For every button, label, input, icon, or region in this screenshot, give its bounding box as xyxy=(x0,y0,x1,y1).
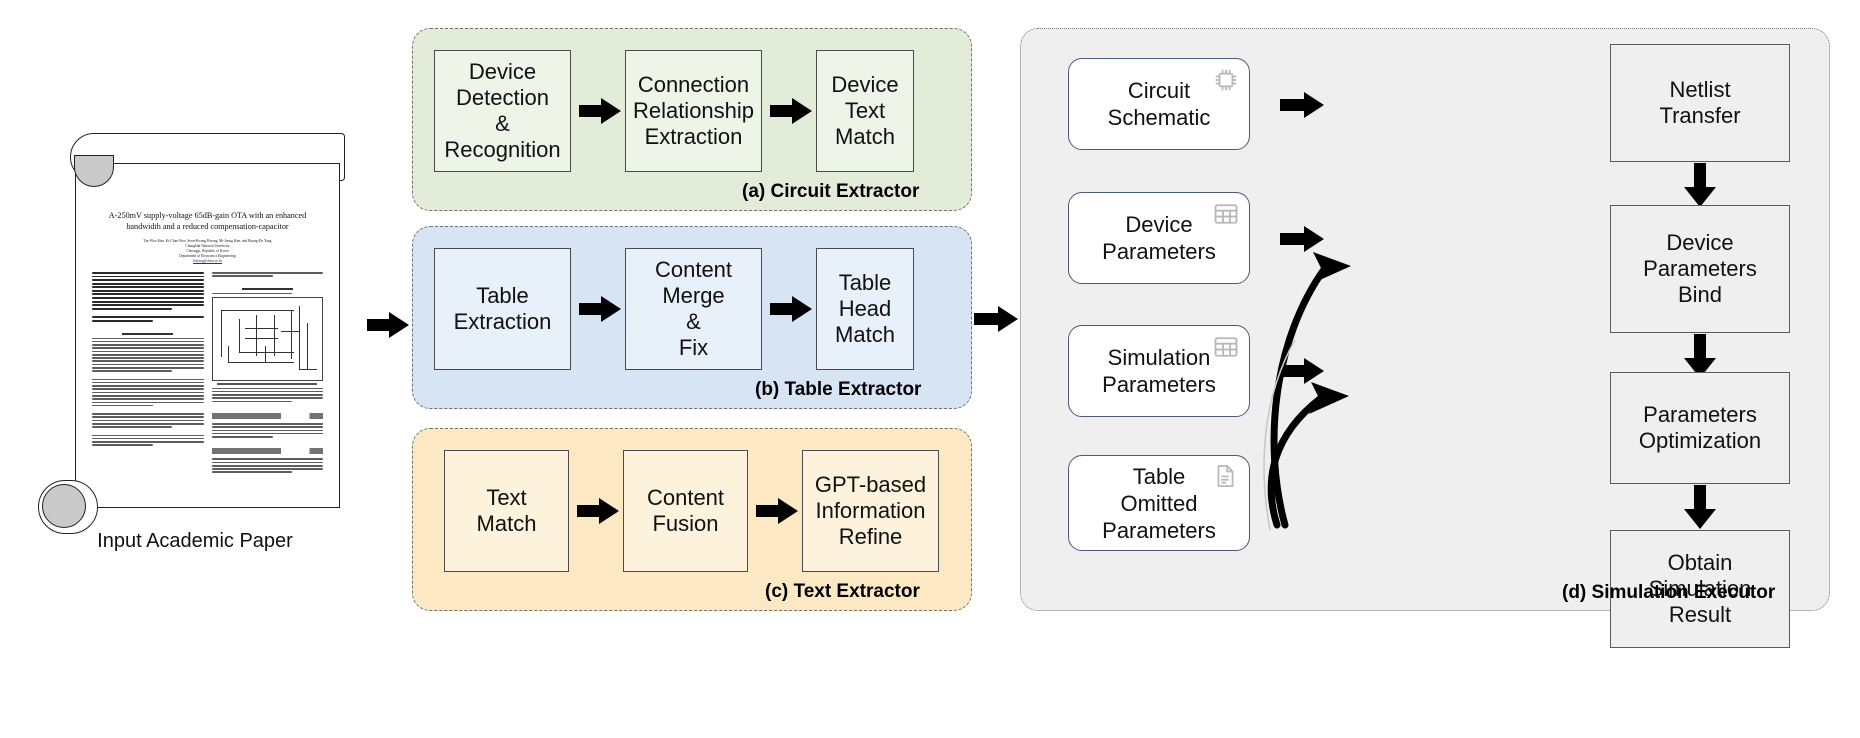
box-device-detection-recognition[interactable]: Device Detection & Recognition xyxy=(434,50,571,172)
box-connection-relationship-extraction[interactable]: Connection Relationship Extraction xyxy=(625,50,762,172)
box-label: Connection Relationship Extraction xyxy=(632,72,755,149)
box-label: Table Head Match xyxy=(835,270,895,347)
paper-top-curl-disc xyxy=(74,155,114,187)
arrow-b1 xyxy=(579,296,621,322)
group-label-circuit-extractor: (a) Circuit Extractor xyxy=(742,181,920,202)
box-text-match[interactable]: Text Match xyxy=(444,450,569,572)
box-parameters-optimization[interactable]: Parameters Optimization xyxy=(1610,372,1790,484)
group-label-table-extractor: (b) Table Extractor xyxy=(755,379,922,400)
arrow-d-netlist-to-bind xyxy=(1684,163,1716,207)
box-label: Content Merge & Fix xyxy=(654,257,733,360)
box-label: Parameters Optimization xyxy=(1638,402,1762,453)
card-table-omitted-parameters[interactable]: Table Omitted Parameters xyxy=(1068,455,1250,551)
arrow-d-schematic-to-netlist xyxy=(1280,92,1324,118)
box-device-parameters-bind[interactable]: Device Parameters Bind xyxy=(1610,205,1790,333)
box-label: Netlist Transfer xyxy=(1659,77,1741,128)
paper-column-right xyxy=(211,272,323,475)
box-content-merge-fix[interactable]: Content Merge & Fix xyxy=(625,248,762,370)
card-label: Simulation Parameters xyxy=(1102,345,1216,397)
card-label: Device Parameters xyxy=(1102,212,1216,264)
card-device-parameters[interactable]: Device Parameters xyxy=(1068,192,1250,284)
arrow-a2 xyxy=(770,98,812,124)
box-table-head-match[interactable]: Table Head Match xyxy=(816,248,914,370)
table-icon xyxy=(1212,333,1240,361)
input-paper-caption: Input Academic Paper xyxy=(97,530,293,552)
box-content-fusion[interactable]: Content Fusion xyxy=(623,450,748,572)
group-label-text-extractor: (c) Text Extractor xyxy=(765,581,920,602)
input-paper-illustration: A-250mV supply-voltage 65dB-gain OTA wit… xyxy=(30,125,360,552)
arrow-d-optimization-to-obtain xyxy=(1684,485,1716,529)
box-label: Device Parameters Bind xyxy=(1643,230,1757,307)
arrow-c1 xyxy=(577,498,619,524)
arrow-d-device-params-to-bind xyxy=(1280,226,1324,252)
card-label: Circuit Schematic xyxy=(1107,78,1211,130)
box-gpt-based-information-refine[interactable]: GPT-based Information Refine xyxy=(802,450,939,572)
paper-bottom-curl-disc xyxy=(42,484,86,528)
box-label: Obtain Simulation Result xyxy=(1648,550,1752,627)
document-icon xyxy=(1212,463,1240,491)
arrow-paper-to-extractors xyxy=(367,312,409,338)
chip-icon xyxy=(1212,66,1240,94)
paper-authors: Tae-Woo Kim, Ki-Chan Woo, Seon-Kwang Hwa… xyxy=(143,239,272,263)
box-label: Device Detection & Recognition xyxy=(444,59,561,162)
paper-column-left xyxy=(92,272,204,475)
box-label: Device Text Match xyxy=(831,72,899,149)
box-label: Text Match xyxy=(476,485,537,536)
curved-arrows-from-table-omitted xyxy=(1263,252,1351,531)
arrow-a1 xyxy=(579,98,621,124)
paper-title: A-250mV supply-voltage 65dB-gain OTA wit… xyxy=(108,211,307,231)
arrow-extractors-to-executor xyxy=(974,306,1018,332)
box-device-text-match[interactable]: Device Text Match xyxy=(816,50,914,172)
arrow-c2 xyxy=(756,498,798,524)
card-simulation-parameters[interactable]: Simulation Parameters xyxy=(1068,325,1250,417)
box-obtain-simulation-result[interactable]: Obtain Simulation Result xyxy=(1610,530,1790,648)
box-label: Table Extraction xyxy=(453,283,552,334)
paper-figure xyxy=(211,297,323,382)
paper-sheet: A-250mV supply-voltage 65dB-gain OTA wit… xyxy=(75,163,340,508)
box-label: GPT-based Information Refine xyxy=(814,472,927,549)
group-label-simulation-executor: (d) Simulation Executor xyxy=(1562,582,1776,603)
card-label: Table Omitted Parameters xyxy=(1102,463,1216,543)
card-circuit-schematic[interactable]: Circuit Schematic xyxy=(1068,58,1250,150)
arrow-b2 xyxy=(770,296,812,322)
arrow-d-sim-params-to-optimization xyxy=(1280,358,1324,384)
box-netlist-transfer[interactable]: Netlist Transfer xyxy=(1610,44,1790,162)
box-label: Content Fusion xyxy=(646,485,725,536)
table-icon xyxy=(1212,200,1240,228)
box-table-extraction[interactable]: Table Extraction xyxy=(434,248,571,370)
